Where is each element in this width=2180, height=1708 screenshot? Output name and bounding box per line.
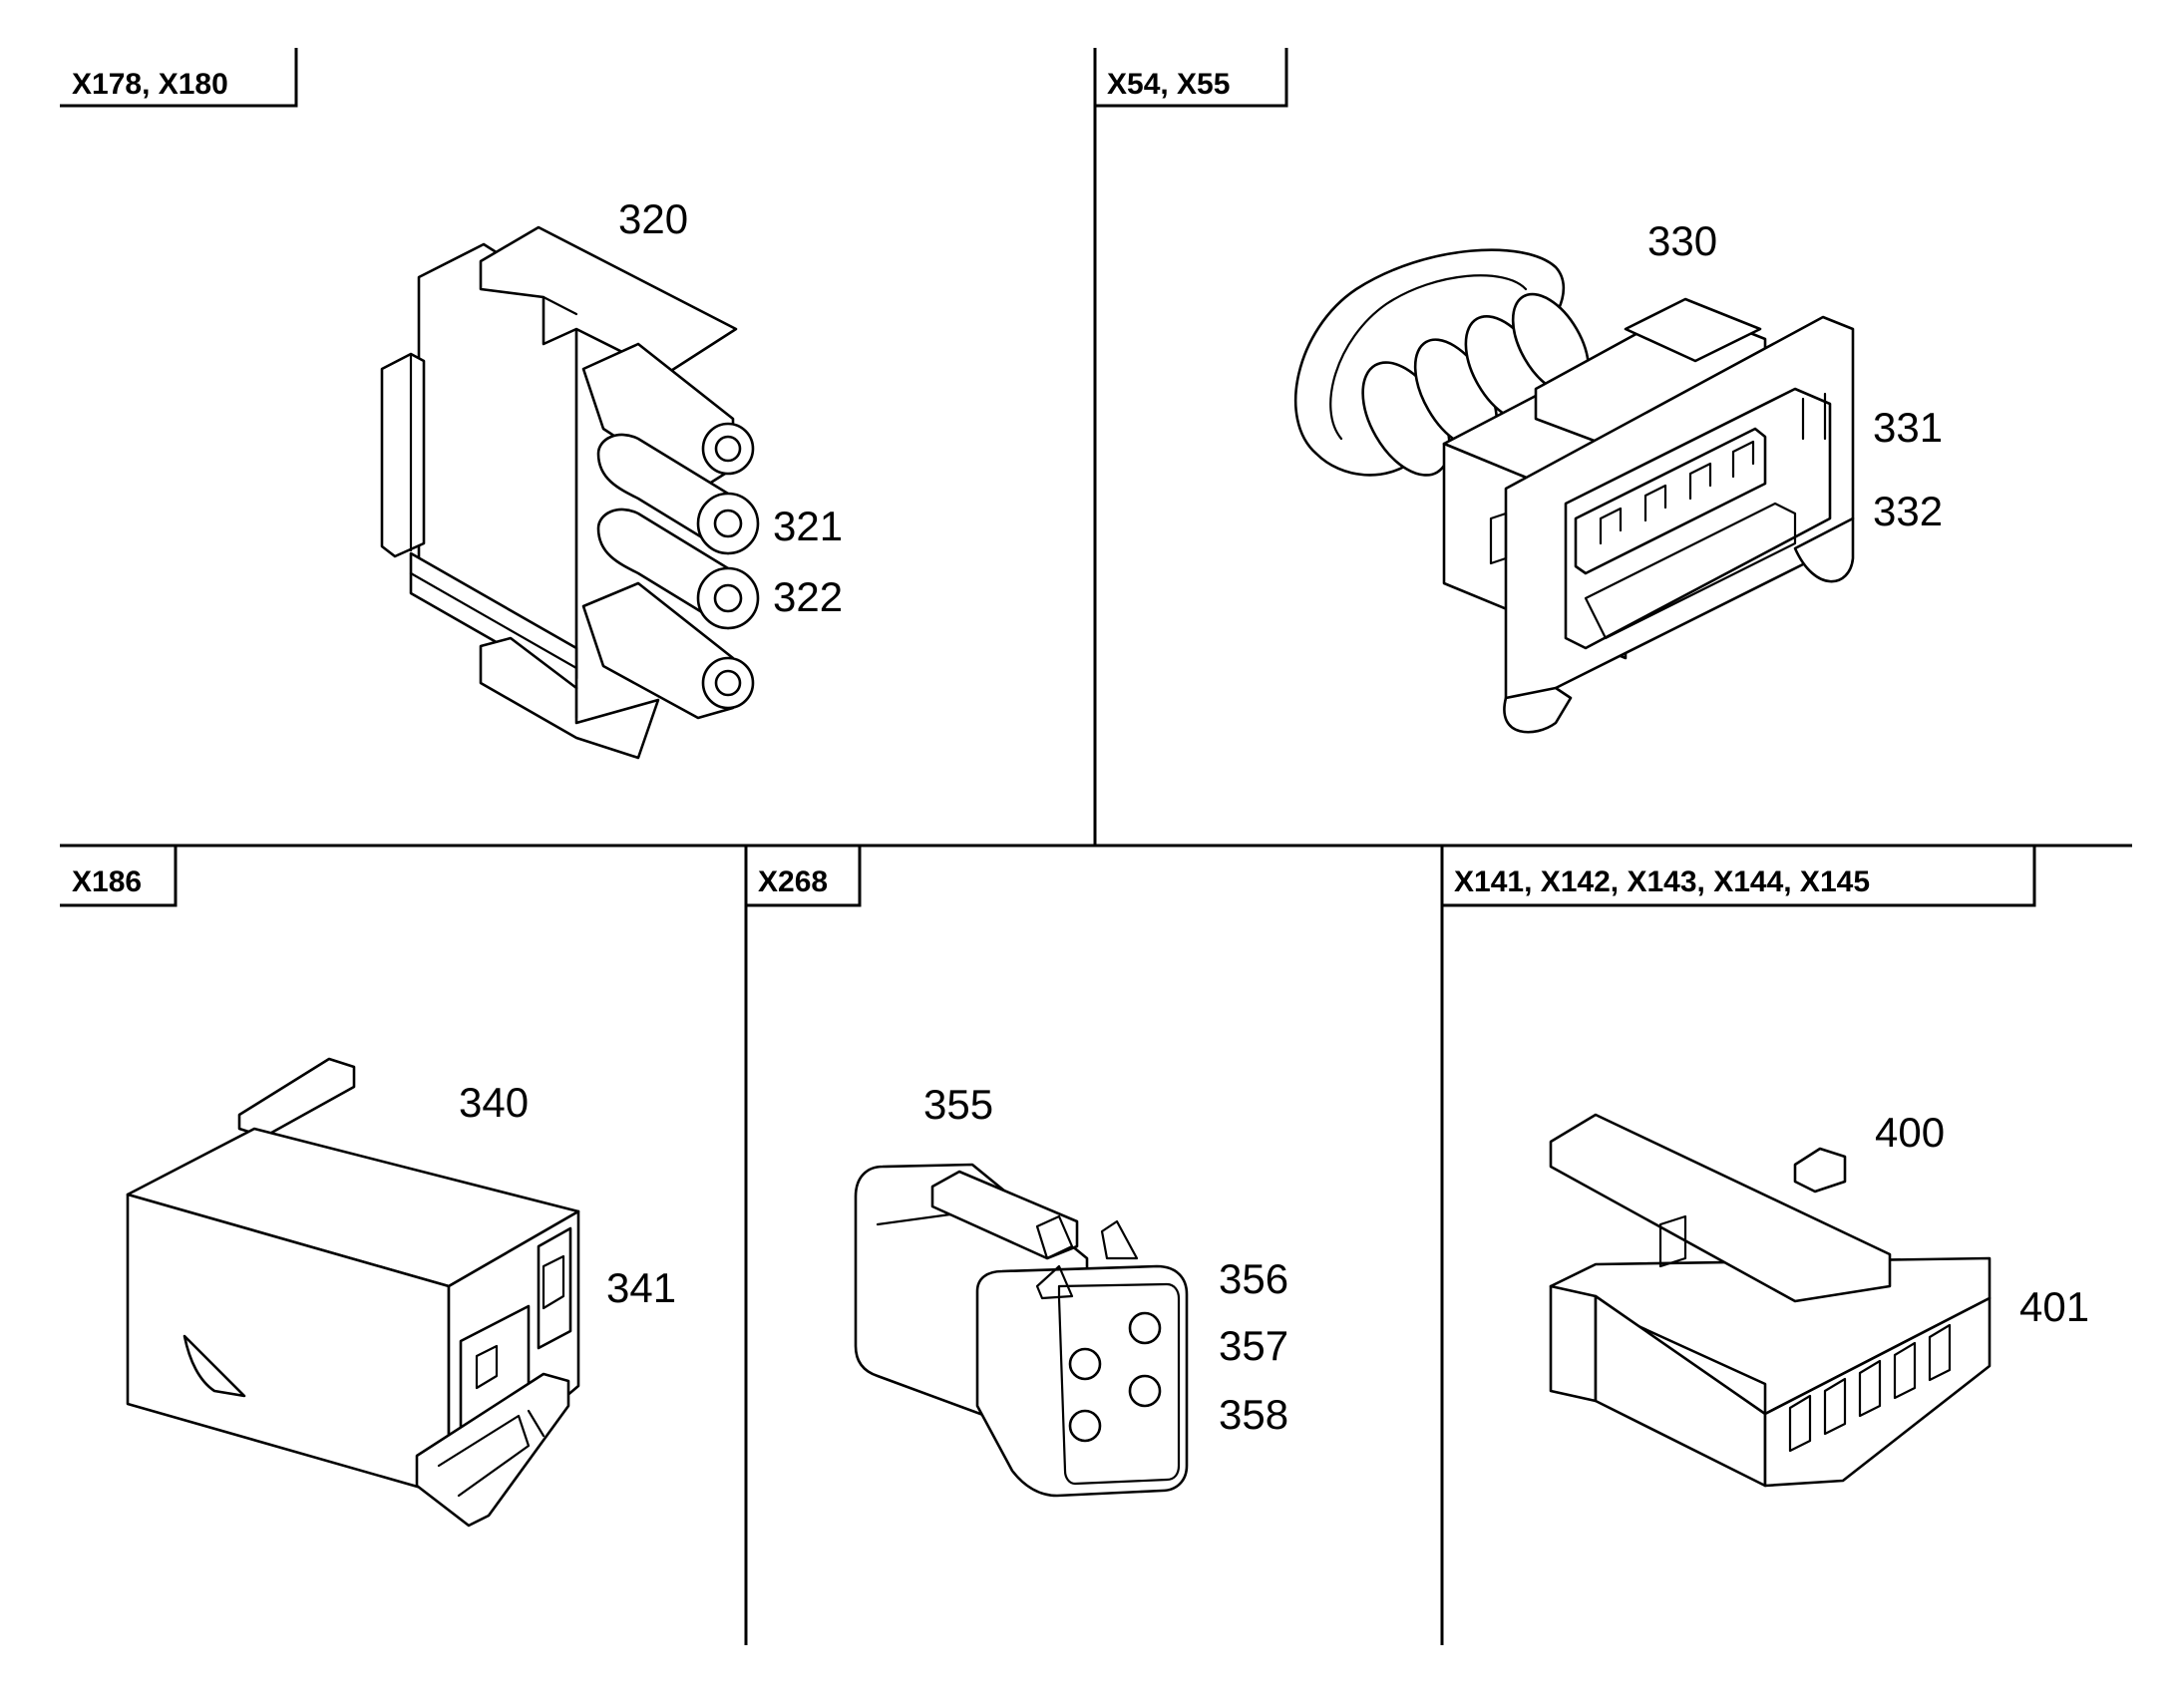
pin-barrel-4 (581, 581, 755, 720)
tag-x268: X268 (758, 865, 828, 898)
part-number-400: 400 (1875, 1109, 1945, 1156)
connector-x54-x55-drawing (1293, 248, 1855, 734)
part-number-330: 330 (1647, 217, 1717, 264)
tag-box-x186: X186 (60, 846, 178, 907)
pin-barrel-2 (596, 433, 760, 555)
part-number-321: 321 (773, 503, 843, 549)
part-number-356: 356 (1219, 1255, 1288, 1302)
tag-box-x178-x180: X178, X180 (60, 48, 298, 108)
part-number-320: 320 (618, 195, 688, 242)
part-number-340: 340 (459, 1079, 529, 1126)
tag-x186: X186 (72, 865, 142, 898)
connector-x186-drawing (126, 1057, 580, 1528)
pin-barrel-1 (581, 342, 755, 493)
connector-x178-x180-drawing (380, 225, 760, 760)
connector-x268-drawing (854, 1163, 1189, 1498)
tag-box-x268: X268 (746, 846, 862, 907)
part-number-332: 332 (1873, 488, 1943, 534)
tag-x141-x145: X141, X142, X143, X144, X145 (1454, 865, 1870, 898)
part-number-355: 355 (923, 1081, 993, 1128)
part-number-331: 331 (1873, 404, 1943, 451)
contact-slots (1599, 440, 1755, 545)
part-number-322: 322 (773, 573, 843, 620)
part-number-358: 358 (1219, 1391, 1288, 1438)
connector-x141-x145-drawing (1549, 1113, 1992, 1488)
tag-x54-x55: X54, X55 (1107, 68, 1230, 101)
pin-barrel-3 (596, 508, 760, 630)
tag-x178-x180: X178, X180 (72, 68, 228, 101)
panel-dividers (60, 48, 2132, 1645)
tag-box-x54-x55: X54, X55 (1095, 48, 1288, 108)
contact-cavities (1788, 1323, 1952, 1453)
tag-box-x141-x145: X141, X142, X143, X144, X145 (1442, 846, 2036, 907)
part-number-341: 341 (606, 1264, 676, 1311)
part-number-357: 357 (1219, 1322, 1288, 1369)
part-number-401: 401 (2019, 1283, 2089, 1330)
